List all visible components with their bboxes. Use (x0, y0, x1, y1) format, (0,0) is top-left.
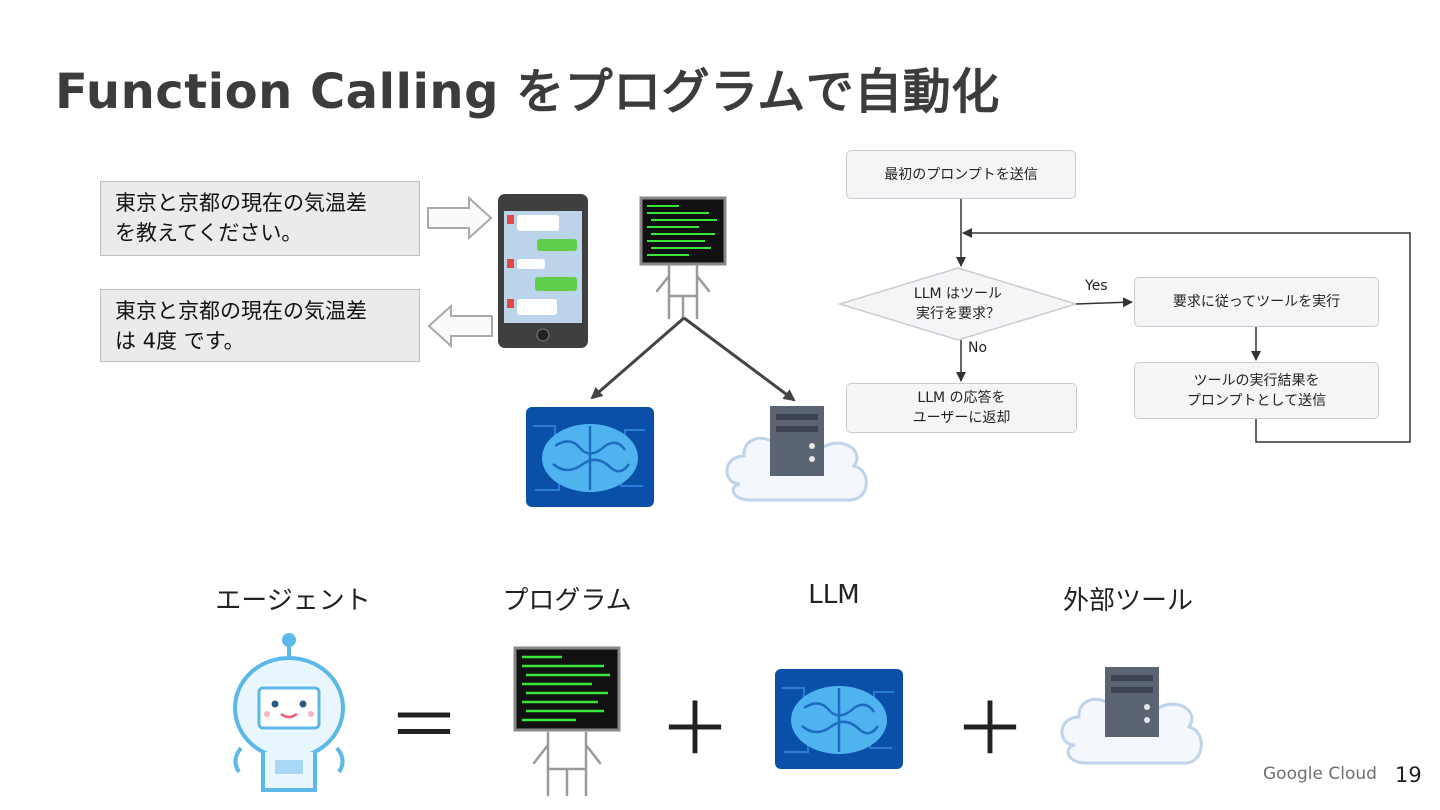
equation-label-agent: エージェント (215, 586, 371, 616)
llm-brain-icon (526, 407, 654, 507)
flow-step-return-response: LLM の応答を ユーザーに返却 (846, 383, 1077, 433)
page-number: 19 (1395, 763, 1422, 787)
flow-step-send-initial-prompt: 最初のプロンプトを送信 (846, 150, 1076, 199)
agent-answer-box: 東京と京都の現在の気温差 は 4度 です。 (100, 289, 420, 362)
flow-step-execute-tool: 要求に従ってツールを実行 (1134, 277, 1379, 327)
slide-title: Function Calling をプログラムで自動化 (55, 64, 1000, 120)
equals-sign: ＝ (387, 684, 461, 768)
arrow-right-icon (427, 195, 493, 241)
external-tool-server-icon (725, 406, 868, 502)
google-cloud-logo: Google Cloud (1263, 764, 1377, 784)
arrow-left-icon (427, 303, 493, 349)
flow-label-no: No (968, 340, 988, 356)
llm-brain-icon-large (775, 669, 903, 769)
equation-label-llm: LLM (808, 580, 860, 610)
program-terminal-icon-large (513, 646, 621, 797)
external-tool-server-icon-large (1060, 667, 1203, 765)
user-question-box: 東京と京都の現在の気温差 を教えてください。 (100, 181, 420, 256)
equation-label-program: プログラム (502, 586, 632, 616)
user-question-text: 東京と京都の現在の気温差 を教えてください。 (115, 191, 367, 245)
agent-robot-icon (233, 633, 345, 792)
agent-answer-text: 東京と京都の現在の気温差 は 4度 です。 (115, 299, 367, 353)
smartphone-icon (498, 194, 588, 348)
flow-label-yes: Yes (1085, 278, 1108, 294)
flow-decision-text: LLM はツール 実行を要求？ (913, 286, 1003, 322)
program-branch-arrows (590, 316, 796, 402)
program-terminal-icon (639, 196, 727, 320)
plus-sign-2: ＋ (953, 687, 1027, 771)
equation-label-tool: 外部ツール (1062, 586, 1194, 616)
plus-sign-1: ＋ (658, 687, 732, 771)
flow-step-send-tool-result: ツールの実行結果を プロンプトとして送信 (1134, 362, 1379, 419)
